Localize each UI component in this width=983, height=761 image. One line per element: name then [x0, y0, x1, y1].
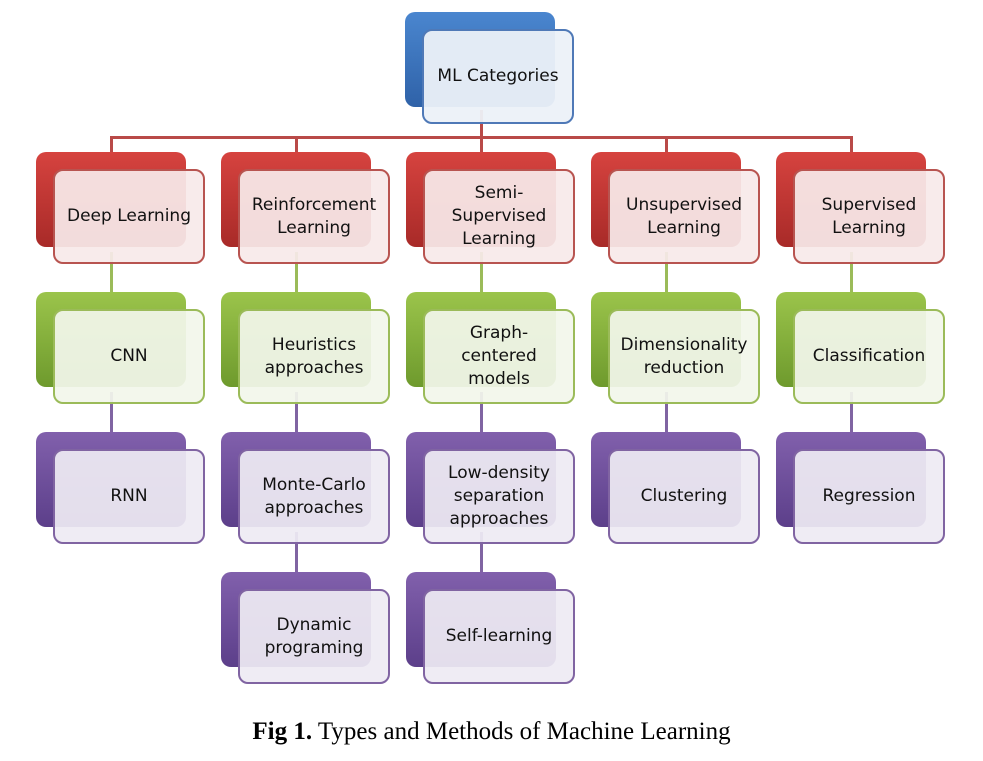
connector-to-1 [295, 136, 298, 154]
node-label: Heuristics approaches [238, 309, 390, 404]
category-node: Reinforcement Learning [221, 152, 391, 264]
node-label: CNN [53, 309, 205, 404]
node-label: ML Categories [422, 29, 574, 124]
connector-to-4 [850, 136, 853, 154]
node-label: Clustering [608, 449, 760, 544]
connector-col4-row2 [850, 392, 853, 434]
node-label: Unsupervised Learning [608, 169, 760, 264]
category-node: Deep Learning [36, 152, 206, 264]
method-node: Dynamic programing [221, 572, 391, 684]
caption-prefix: Fig 1. [252, 718, 313, 745]
node-label: Supervised Learning [793, 169, 945, 264]
category-node: Semi- Supervised Learning [406, 152, 576, 264]
connector-col1-row1 [295, 252, 298, 294]
method-node: RNN [36, 432, 206, 544]
method-node: Monte-Carlo approaches [221, 432, 391, 544]
connector-col1-row2 [295, 392, 298, 434]
node-label: Deep Learning [53, 169, 205, 264]
connector-col3-row1 [665, 252, 668, 294]
connector-col2-row2 [480, 392, 483, 434]
category-node: Unsupervised Learning [591, 152, 761, 264]
node-label: Graph- centered models [423, 309, 575, 404]
connector-col0-row1 [110, 252, 113, 294]
node-label: Low-density separation approaches [423, 449, 575, 544]
connector-col0-row2 [110, 392, 113, 434]
caption-text: Types and Methods of Machine Learning [312, 718, 731, 745]
node-label: Semi- Supervised Learning [423, 169, 575, 264]
method-node: CNN [36, 292, 206, 404]
node-label: Reinforcement Learning [238, 169, 390, 264]
connector-to-0 [110, 136, 113, 154]
category-node: Supervised Learning [776, 152, 946, 264]
connector-col2-row1 [480, 252, 483, 294]
method-node: Self-learning [406, 572, 576, 684]
connector-root [480, 110, 483, 138]
node-label: Regression [793, 449, 945, 544]
connector-to-3 [665, 136, 668, 154]
method-node: Low-density separation approaches [406, 432, 576, 544]
method-node: Dimensionality reduction [591, 292, 761, 404]
figure-caption: Fig 1. Types and Methods of Machine Lear… [0, 718, 983, 746]
connector-col4-row1 [850, 252, 853, 294]
node-label: Dynamic programing [238, 589, 390, 684]
node-label: RNN [53, 449, 205, 544]
connector-col1-row3 [295, 532, 298, 574]
method-node: Regression [776, 432, 946, 544]
connector-col2-row3 [480, 532, 483, 574]
method-node: Graph- centered models [406, 292, 576, 404]
node-label: Classification [793, 309, 945, 404]
method-node: Heuristics approaches [221, 292, 391, 404]
node-label: Monte-Carlo approaches [238, 449, 390, 544]
method-node: Clustering [591, 432, 761, 544]
root-node: ML Categories [405, 12, 575, 124]
connector-col3-row2 [665, 392, 668, 434]
method-node: Classification [776, 292, 946, 404]
connector-to-2 [480, 136, 483, 154]
node-label: Dimensionality reduction [608, 309, 760, 404]
node-label: Self-learning [423, 589, 575, 684]
